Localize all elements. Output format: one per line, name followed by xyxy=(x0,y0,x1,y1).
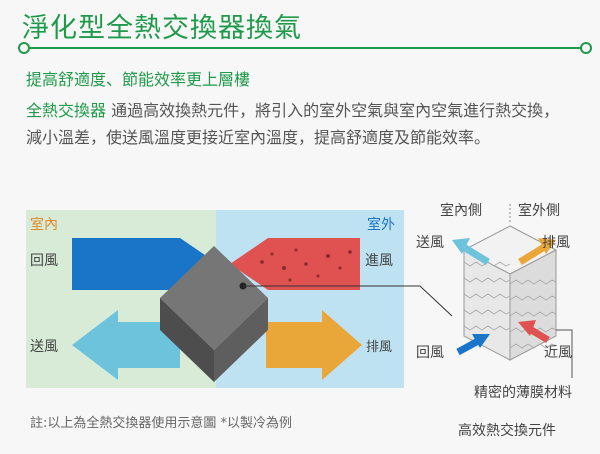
outdoor-label: 室外 xyxy=(367,217,395,233)
exhaust-air-label: 排風 xyxy=(366,340,393,355)
indoor-label: 室內 xyxy=(30,217,58,233)
supply-air-arrow xyxy=(72,310,180,380)
title-underline xyxy=(22,47,586,49)
fresh-air-arrow xyxy=(230,238,360,290)
right-return-label: 回風 xyxy=(416,345,444,361)
title-line-end-dot xyxy=(580,42,592,54)
subtitle: 提高舒適度、節能效率更上層樓 xyxy=(26,70,251,89)
page-title: 淨化型全熱交換器換氣 xyxy=(22,13,302,44)
intro-paragraph: 全熱交換器 通過高效換熱元件，將引入的室外空氣與室內空氣進行熱交換，減小溫差，使… xyxy=(26,97,571,151)
return-air-label: 回風 xyxy=(30,253,58,269)
fresh-air-dust-dots xyxy=(260,248,352,282)
intro-text: 通過高效換熱元件，將引入的室外空氣與室內空氣進行熱交換，減小溫差，使送風溫度更接… xyxy=(26,101,560,147)
fresh-air-label: 進風 xyxy=(365,253,393,269)
indoor-side-label: 室內側 xyxy=(440,203,482,219)
title-line-start-dot xyxy=(18,42,30,54)
right-exhaust-label: 排風 xyxy=(542,235,570,251)
right-exhaust-arrow xyxy=(518,238,556,265)
return-air-arrow xyxy=(72,238,218,290)
right-fresh-arrow xyxy=(518,320,550,344)
exchanger-core xyxy=(160,246,268,382)
exhaust-air-arrow xyxy=(266,310,362,380)
element-label: 高效熱交換元件 xyxy=(458,423,556,439)
outdoor-side-label: 室外側 xyxy=(518,203,560,219)
right-return-arrow xyxy=(456,334,490,356)
diagram-note: 註:以上為全熱交換器使用示意圖 *以製冷為例 xyxy=(30,416,293,431)
intro-highlight: 全熱交換器 xyxy=(26,101,107,120)
right-supply-label: 送風 xyxy=(416,235,444,251)
membrane-leader xyxy=(556,329,573,378)
right-supply-arrow xyxy=(452,238,490,265)
supply-air-label: 送風 xyxy=(30,339,58,355)
right-fresh-label: 近風 xyxy=(544,345,572,361)
membrane-label: 精密的薄膜材料 xyxy=(474,385,572,401)
leader-line xyxy=(243,285,453,317)
